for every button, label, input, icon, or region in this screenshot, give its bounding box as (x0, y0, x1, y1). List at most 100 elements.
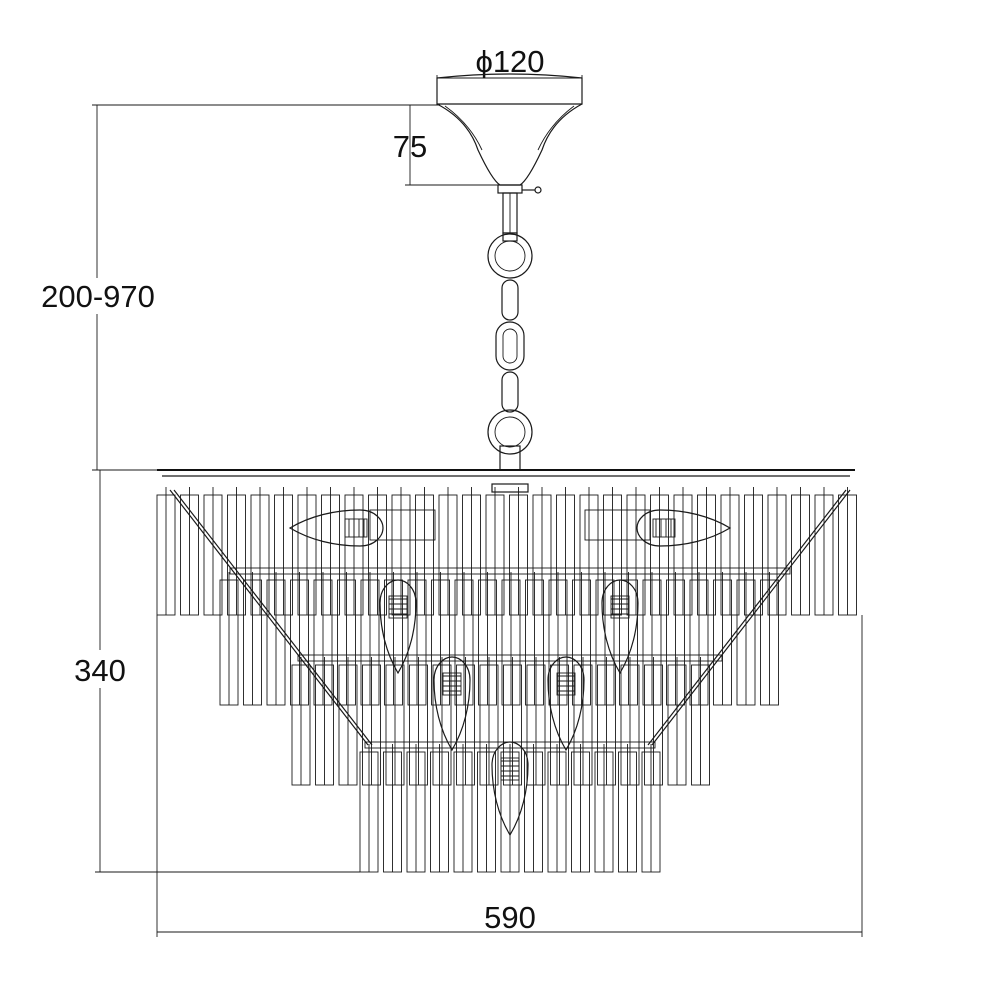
crystal-rod (548, 572, 568, 706)
crystal-rod (454, 572, 474, 706)
crystal-rod (485, 487, 505, 616)
crystal-rod (407, 572, 427, 706)
crystal-rod (156, 487, 176, 616)
crystal-rod (532, 487, 552, 616)
crystal-rod (219, 572, 239, 706)
crystal-rod (767, 487, 787, 616)
crystal-rod (360, 572, 380, 706)
crystal-rod (691, 657, 710, 786)
crystal-rods (156, 487, 857, 873)
set-screw (522, 186, 542, 194)
dimension-suspension-range: 200-970 (34, 104, 855, 471)
crystal-rod (556, 487, 575, 616)
crystal-rod (391, 487, 411, 616)
rod (502, 192, 518, 234)
crystal-rod (227, 487, 246, 616)
crystal-rod (478, 572, 497, 706)
crystal-rod (641, 744, 661, 873)
crystal-rod (626, 487, 646, 616)
label-canopy-height: 75 (393, 129, 427, 164)
crystal-rod (620, 657, 640, 786)
dimension-overall-width: 590 (156, 615, 863, 937)
label-suspension-range: 200-970 (41, 279, 155, 314)
label-overall-width: 590 (484, 900, 536, 935)
crystal-rod (266, 572, 286, 706)
crystal-rod (291, 657, 311, 786)
crystal-rod (736, 572, 756, 706)
candle-bulb (379, 579, 417, 675)
crystal-rod (243, 572, 262, 706)
crystal-rod (315, 657, 334, 786)
crystal-rod (594, 744, 614, 873)
dimension-body-height: 340 (70, 470, 360, 873)
frame (157, 469, 855, 749)
crystal-rod (791, 487, 810, 616)
dimension-canopy-height: 75 (393, 104, 500, 186)
crystal-rod (338, 657, 358, 786)
candle-bulb (636, 509, 732, 547)
crystal-rod (713, 572, 732, 706)
candle-bulb (491, 741, 529, 837)
crystal-rod (203, 487, 223, 616)
crystal-rod (650, 487, 669, 616)
ceiling-canopy (436, 73, 583, 194)
crystal-rod (597, 657, 616, 786)
crystal-rod (526, 657, 546, 786)
crystal-rod (344, 487, 364, 616)
label-body-height: 340 (74, 653, 126, 688)
crystal-rod (479, 657, 499, 786)
crystal-rod (720, 487, 740, 616)
crystal-rod (384, 572, 403, 706)
crystal-rod (430, 744, 449, 873)
crystal-rod (250, 487, 270, 616)
crystal-rod (689, 572, 709, 706)
crystal-rod (290, 572, 309, 706)
crystal-rod (362, 657, 381, 786)
crystal-rod (453, 744, 473, 873)
crystal-rod (603, 487, 622, 616)
crystal-rod (760, 572, 779, 706)
crystal-rod (432, 657, 452, 786)
dimension-canopy-diameter: ϕ120 (436, 44, 583, 104)
crystal-rod (666, 572, 685, 706)
crystal-rod (673, 487, 693, 616)
crystal-rod (274, 487, 293, 616)
crystal-rod (744, 487, 763, 616)
crystal-rod (321, 487, 340, 616)
crystal-rod (697, 487, 716, 616)
crystal-rod (383, 744, 402, 873)
crystal-rod (595, 572, 615, 706)
crystal-rod (297, 487, 317, 616)
crystal-rod (409, 657, 428, 786)
candle-bulb (547, 656, 585, 752)
candle-bulb (433, 656, 471, 752)
crystal-rod (337, 572, 356, 706)
crystal-rod (814, 487, 834, 616)
crystal-rod (642, 572, 662, 706)
crystal-rod (619, 572, 638, 706)
crystal-rod (438, 487, 458, 616)
crystal-rod (644, 657, 663, 786)
crystal-rod (313, 572, 333, 706)
crystal-rod (550, 657, 569, 786)
crystal-rod (525, 572, 544, 706)
crystal-rod (573, 657, 593, 786)
crystal-rod (547, 744, 567, 873)
crystal-rod (667, 657, 687, 786)
crystal-rod (406, 744, 426, 873)
crystal-rod (385, 657, 405, 786)
chain (487, 232, 533, 471)
candle-bulbs (288, 509, 732, 837)
crystal-rod (524, 744, 543, 873)
crystal-rod (180, 487, 199, 616)
candle-bulb (288, 509, 384, 547)
crystal-rod (415, 487, 434, 616)
crystal-rod (503, 657, 522, 786)
crystal-rod (359, 744, 379, 873)
crystal-rod (579, 487, 599, 616)
crystal-rod (431, 572, 450, 706)
label-canopy-diameter: ϕ120 (475, 44, 544, 79)
crystal-rod (571, 744, 590, 873)
